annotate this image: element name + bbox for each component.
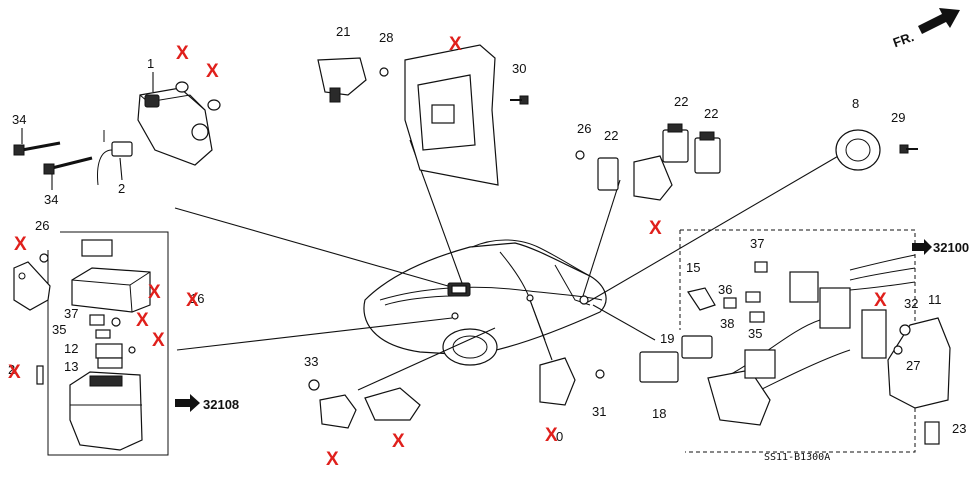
x-mark: X (545, 425, 558, 446)
callout-30: 30 (512, 61, 526, 76)
leader-lines (174, 139, 841, 391)
callout-37b: 37 (750, 236, 764, 251)
callout-22b: 22 (674, 94, 688, 109)
callout-33: 33 (304, 354, 318, 369)
callout-8: 8 (852, 96, 859, 111)
horn-group (835, 129, 918, 171)
relay-box-group (13, 231, 169, 456)
callout-11: 11 (928, 292, 942, 307)
callout-31: 31 (592, 404, 606, 419)
x-mark: X (14, 234, 27, 255)
callout-27: 27 (906, 358, 920, 373)
wiring-group (639, 229, 951, 453)
callout-16: 16 (190, 291, 204, 306)
x-mark: X (206, 61, 219, 82)
car-body (363, 239, 607, 366)
fr-label: FR. (891, 29, 916, 50)
ref-32100[interactable]: 32100 (912, 239, 969, 255)
callout-22c: 22 (704, 106, 718, 121)
x-marks: X X X X X X X X X X X X X X (8, 34, 887, 470)
x-mark: X (152, 330, 165, 351)
callout-29: 29 (891, 110, 905, 125)
callout-36: 36 (718, 282, 732, 297)
ref-32108[interactable]: 32108 (175, 394, 239, 412)
x-mark: X (186, 290, 199, 311)
callout-37a: 37 (64, 306, 78, 321)
callout-34b: 34 (44, 192, 58, 207)
callout-19: 19 (660, 331, 674, 346)
callout-26b: 26 (577, 121, 591, 136)
bottom-parts (308, 357, 605, 429)
callout-35b: 35 (748, 326, 762, 341)
diagram-code: SS11-B1300A (764, 452, 830, 463)
callout-12: 12 (64, 341, 78, 356)
ref-32108-label: 32108 (203, 397, 239, 412)
callout-35a: 35 (52, 322, 66, 337)
callout-32: 32 (904, 296, 918, 311)
callout-20: 0 (556, 429, 563, 444)
callout-23: 23 (952, 421, 966, 436)
callout-28: 28 (379, 30, 393, 45)
x-mark: X (176, 43, 189, 64)
x-mark: X (649, 218, 662, 239)
x-mark: X (449, 34, 462, 55)
callout-26a: 26 (35, 218, 49, 233)
ecu-group (317, 44, 529, 186)
x-mark: X (148, 282, 161, 303)
coil-group (13, 72, 221, 190)
x-mark: X (136, 310, 149, 331)
callout-22a: 22 (604, 128, 618, 143)
x-mark: X (8, 362, 21, 383)
fr-arrow: FR. (891, 8, 960, 50)
callout-13: 13 (64, 359, 78, 374)
ref-32100-label: 32100 (933, 240, 969, 255)
callout-21: 21 (336, 24, 350, 39)
relays-group (575, 123, 721, 201)
callouts: 1 2 34 34 26 21 28 30 26 22 22 22 8 29 1… (8, 24, 966, 444)
callout-2: 2 (118, 181, 125, 196)
x-mark: X (326, 449, 339, 470)
callout-2side: 2 (8, 362, 15, 377)
callout-18: 18 (652, 406, 666, 421)
x-mark: X (392, 431, 405, 452)
callout-1: 1 (147, 56, 154, 71)
callout-38: 38 (720, 316, 734, 331)
callout-34a: 34 (12, 112, 26, 127)
x-mark: X (874, 290, 887, 311)
callout-15: 15 (686, 260, 700, 275)
